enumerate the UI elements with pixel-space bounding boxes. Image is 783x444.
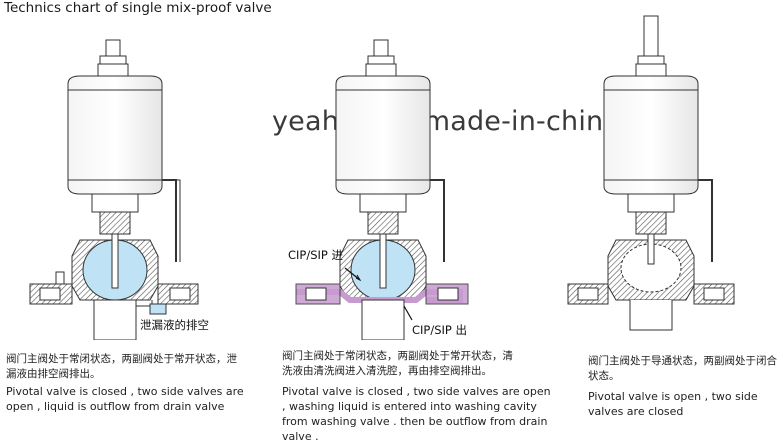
caption-2-en: Pivotal valve is closed , two side valve… [282,385,551,443]
caption-1-en: Pivotal valve is closed , two side valve… [6,385,244,413]
caption-3-en: Pivotal valve is open , two side valves … [588,390,758,418]
cip-in-label: CIP/SIP 进 [288,248,344,262]
drain-label: 泄漏液的排空 [140,318,209,332]
valve-2 [295,39,469,340]
valve-3 [567,15,735,331]
caption-2-cn: 阀门主阀处于常闭状态，两副阀处于常开状态，清洗液由清洗阀进入清洗腔，再由排空阀排… [282,350,513,377]
valve-1 [29,39,199,340]
cip-out-label: CIP/SIP 出 [412,323,468,337]
valve-diagrams [29,15,735,340]
chart-title: Technics chart of single mix-proof valve [4,0,272,16]
caption-1-cn: 阀门主阀处于常闭状态，两副阀处于常开状态，泄漏液由排空阀排出。 [6,353,237,380]
caption-3-cn: 阀门主阀处于导通状态，两副阀处于闭合状态。 [588,355,777,382]
